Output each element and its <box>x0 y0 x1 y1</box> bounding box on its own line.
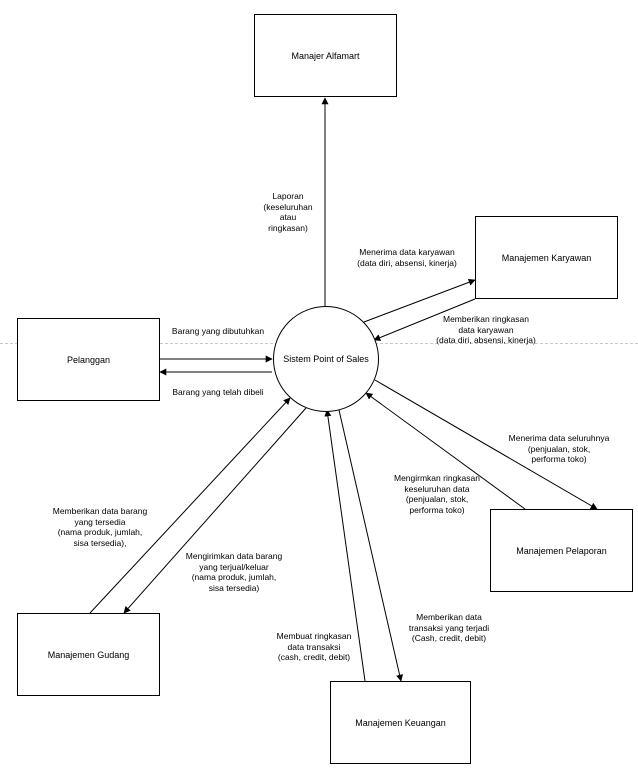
label-laporan: Laporan (keseluruhan atau ringkasan) <box>263 191 313 233</box>
label-karyawan-in: Menerima data karyawan (data diri, absen… <box>357 247 457 268</box>
arrow-keuangan-out <box>338 409 404 682</box>
label-keuangan-in: Membuat ringkasan data transaksi (cash, … <box>276 631 352 662</box>
entity-manajemen-gudang: Manajemen Gudang <box>17 613 160 696</box>
label-pelaporan-in: Menerima data seluruhnya (penjualan, sto… <box>508 433 610 464</box>
arrow-karyawan-out <box>373 298 476 341</box>
arrow-gudang-out <box>123 407 307 614</box>
entity-manajemen-karyawan: Manajemen Karyawan <box>475 216 618 299</box>
arrow-gudang-in <box>89 397 291 614</box>
label-pelanggan-in: Barang yang dibutuhkan <box>171 326 265 336</box>
entity-pelanggan: Pelanggan <box>17 318 160 401</box>
label-pelanggan-out: Barang yang telah dibeli <box>172 387 264 397</box>
label-gudang-in: Memberikan data barang yang tersedia (na… <box>52 506 148 548</box>
entity-manajer-alfamart: Manajer Alfamart <box>254 14 397 97</box>
process-sistem-pos: Sistem Point of Sales <box>273 306 379 412</box>
arrow-pelaporan-in <box>374 379 598 510</box>
arrow-karyawan-in <box>363 278 476 323</box>
label-karyawan-out: Memberikan ringkasan data karyawan (data… <box>436 314 536 345</box>
arrow-keuangan-in <box>324 409 366 682</box>
entity-manajemen-keuangan: Manajemen Keuangan <box>330 681 471 764</box>
label-keuangan-out: Memberikan data transaksi yang terjadi (… <box>408 612 490 643</box>
entity-manajemen-pelaporan: Manajemen Pelaporan <box>490 509 633 592</box>
arrow-pelaporan-out <box>365 392 526 510</box>
label-pelaporan-out: Mengirmkan ringkasan keseluruhan data (p… <box>394 473 480 515</box>
label-gudang-out: Mengirimkan data barang yang terjual/kel… <box>185 551 283 593</box>
